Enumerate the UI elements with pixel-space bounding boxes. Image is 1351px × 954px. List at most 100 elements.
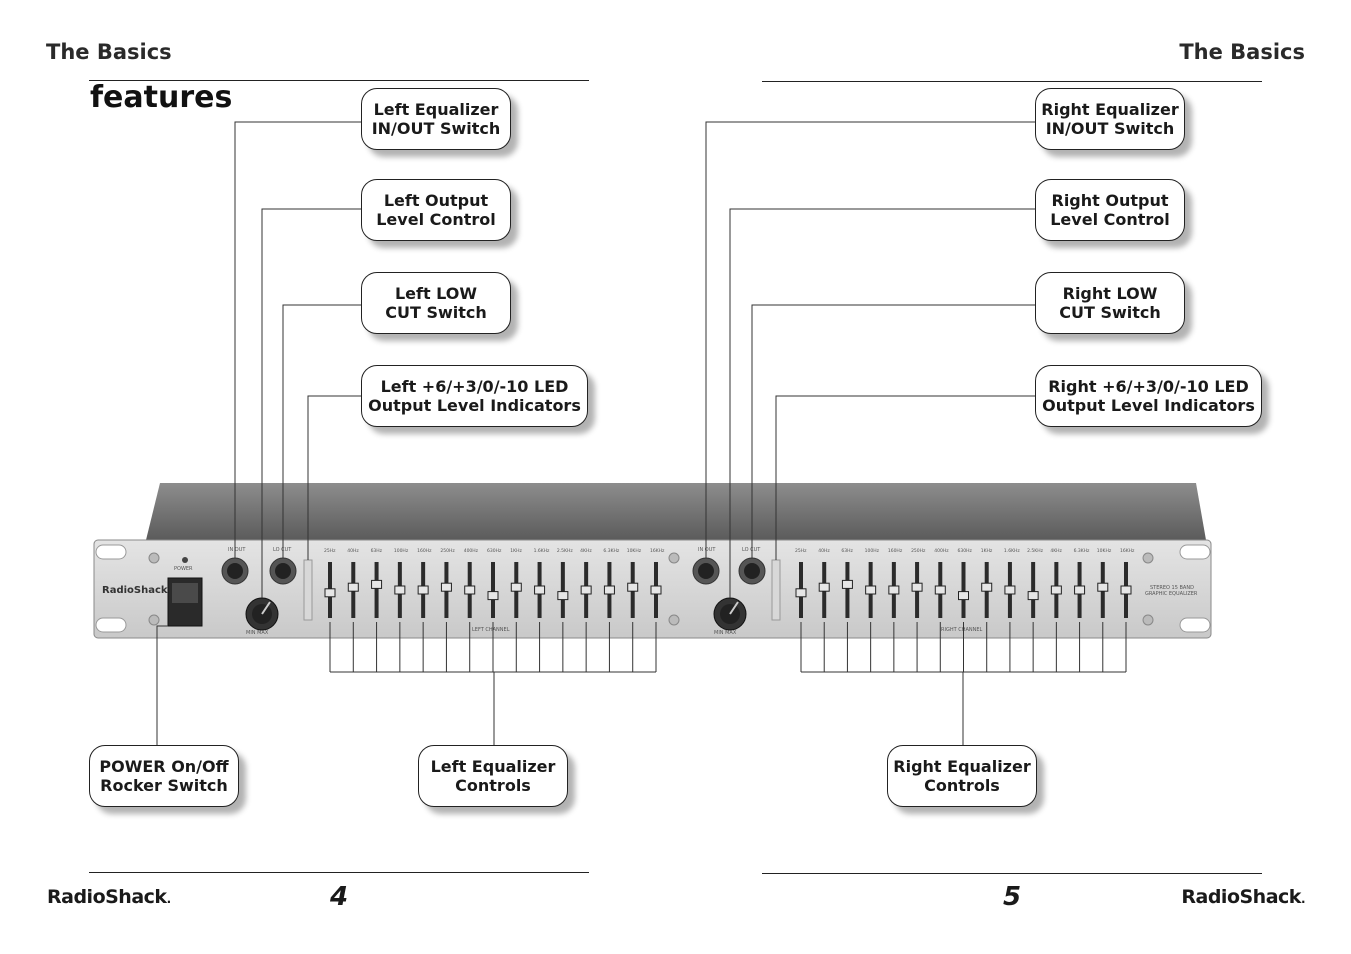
left-slider-knob — [627, 582, 639, 592]
page-number-right: 5 — [1003, 882, 1022, 912]
left-slider-knob — [650, 585, 662, 595]
footer-brand-left: RadioShack. — [47, 886, 171, 908]
callout-left-low-cut: Left LOW CUT Switch — [361, 272, 511, 334]
callout-left-led: Left +6/+3/0/-10 LED Output Level Indica… — [361, 365, 588, 427]
left-slider-track — [560, 562, 565, 618]
svg-text:IN OUT: IN OUT — [228, 547, 246, 553]
right-slider-knob — [841, 579, 853, 589]
callout-right-output-level: Right Output Level Control — [1035, 179, 1185, 241]
callout-left-eq-controls: Left Equalizer Controls — [418, 745, 568, 807]
callout-left-output-level: Left Output Level Control — [361, 179, 511, 241]
right-slider-track — [845, 562, 850, 618]
right-led-indicators — [771, 559, 781, 621]
right-band-label: 160Hz — [888, 548, 903, 554]
right-band-label: 10KHz — [1097, 548, 1112, 554]
footer-brand-right: RadioShack. — [1181, 886, 1305, 908]
right-slider-knob — [1120, 585, 1132, 595]
callout-left-eq-switch: Left Equalizer IN/OUT Switch — [361, 88, 511, 150]
right-band-label: 16KHz — [1120, 548, 1135, 554]
left-band-label: 40Hz — [347, 548, 359, 554]
leader-lines — [156, 121, 1036, 745]
left-band-label: 630Hz — [487, 548, 502, 554]
right-band-label: 25Hz — [795, 548, 807, 554]
right-slider-knob — [1050, 585, 1062, 595]
right-slider-track — [1031, 562, 1036, 618]
callout-right-eq-controls: Right Equalizer Controls — [887, 745, 1037, 807]
left-band-label: 1KHz — [510, 548, 522, 554]
left-band-label: 10KHz — [627, 548, 642, 554]
callout-right-led: Right +6/+3/0/-10 LED Output Level Indic… — [1035, 365, 1262, 427]
left-slider-knob — [394, 585, 406, 595]
device-brand: RadioShack — [102, 585, 168, 596]
right-slider-knob — [958, 591, 969, 601]
right-band-label: 400Hz — [934, 548, 949, 554]
left-slider-track — [491, 562, 495, 618]
right-equalizer-sliders: 25Hz 40Hz 63Hz 100Hz 160Hz 250Hz 400Hz 630Hz 1KH… — [795, 548, 1135, 618]
right-band-label: 1KHz — [981, 548, 993, 554]
left-band-label: 1.6KHz — [534, 548, 550, 554]
svg-text:MIN MAX: MIN MAX — [714, 630, 737, 636]
right-band-label: 250Hz — [911, 548, 926, 554]
left-slider-knob — [534, 585, 546, 595]
top-rule-right — [762, 81, 1262, 82]
left-slider-knob — [440, 582, 452, 592]
right-channel-label: RIGHT CHANNEL — [941, 627, 983, 633]
right-slider-track — [961, 562, 966, 618]
svg-text:MIN MAX: MIN MAX — [246, 630, 269, 636]
right-slider-knob — [911, 582, 923, 592]
left-slider-knob — [487, 591, 499, 601]
model-label-line2: GRAPHIC EQUALIZER — [1145, 591, 1198, 597]
left-slider-knob — [371, 579, 383, 589]
left-slider-knob — [417, 585, 429, 595]
left-slider-knob — [464, 585, 476, 595]
top-rule-left — [89, 80, 589, 81]
right-slider-knob — [1027, 591, 1039, 601]
section-title-left: The Basics — [46, 40, 172, 64]
svg-text:IN OUT: IN OUT — [698, 547, 716, 553]
bottom-rule-right — [762, 873, 1262, 874]
right-slider-knob — [888, 585, 900, 595]
left-band-label: 25Hz — [324, 548, 336, 554]
callout-right-eq-switch: Right Equalizer IN/OUT Switch — [1035, 88, 1185, 150]
right-slider-knob — [1074, 585, 1086, 595]
right-band-label: 100Hz — [865, 548, 880, 554]
left-band-label: 16KHz — [650, 548, 665, 554]
left-slider-knob — [603, 585, 615, 595]
right-slider-knob — [795, 588, 807, 598]
right-band-label: 6.3KHz — [1074, 548, 1090, 554]
section-title-right: The Basics — [1179, 40, 1305, 64]
right-slider-knob — [981, 582, 993, 592]
right-band-label: 40Hz — [818, 548, 830, 554]
left-band-label: 100Hz — [394, 548, 409, 554]
left-slider-knob — [580, 585, 592, 595]
left-slider-track — [374, 562, 379, 618]
chassis-top — [146, 483, 1206, 540]
left-slider-knob — [557, 591, 569, 601]
left-led-indicators — [303, 559, 313, 621]
left-band-label: 4KHz — [580, 548, 592, 554]
left-slider-knob — [510, 582, 522, 592]
left-slider-knob — [347, 582, 359, 592]
right-band-label: 630Hz — [958, 548, 973, 554]
right-slider-knob — [1004, 585, 1016, 595]
power-label: POWER — [174, 566, 193, 572]
right-band-label: 1.6KHz — [1004, 548, 1020, 554]
right-band-label: 63Hz — [841, 548, 853, 554]
bottom-rule-left — [89, 872, 589, 873]
power-led — [182, 557, 188, 563]
left-band-label: 160Hz — [417, 548, 432, 554]
left-band-label: 63Hz — [371, 548, 383, 554]
callout-right-low-cut: Right LOW CUT Switch — [1035, 272, 1185, 334]
page-number-left: 4 — [330, 882, 349, 912]
right-band-label: 2.5KHz — [1027, 548, 1043, 554]
left-band-label: 250Hz — [440, 548, 455, 554]
right-slider-knob — [1097, 582, 1109, 592]
page-title: features — [90, 80, 233, 115]
right-band-label: 4KHz — [1050, 548, 1062, 554]
callout-power-switch: POWER On/Off Rocker Switch — [89, 745, 239, 807]
right-slider-knob — [818, 582, 830, 592]
left-channel-label: LEFT CHANNEL — [472, 627, 510, 633]
right-slider-knob — [865, 585, 877, 595]
